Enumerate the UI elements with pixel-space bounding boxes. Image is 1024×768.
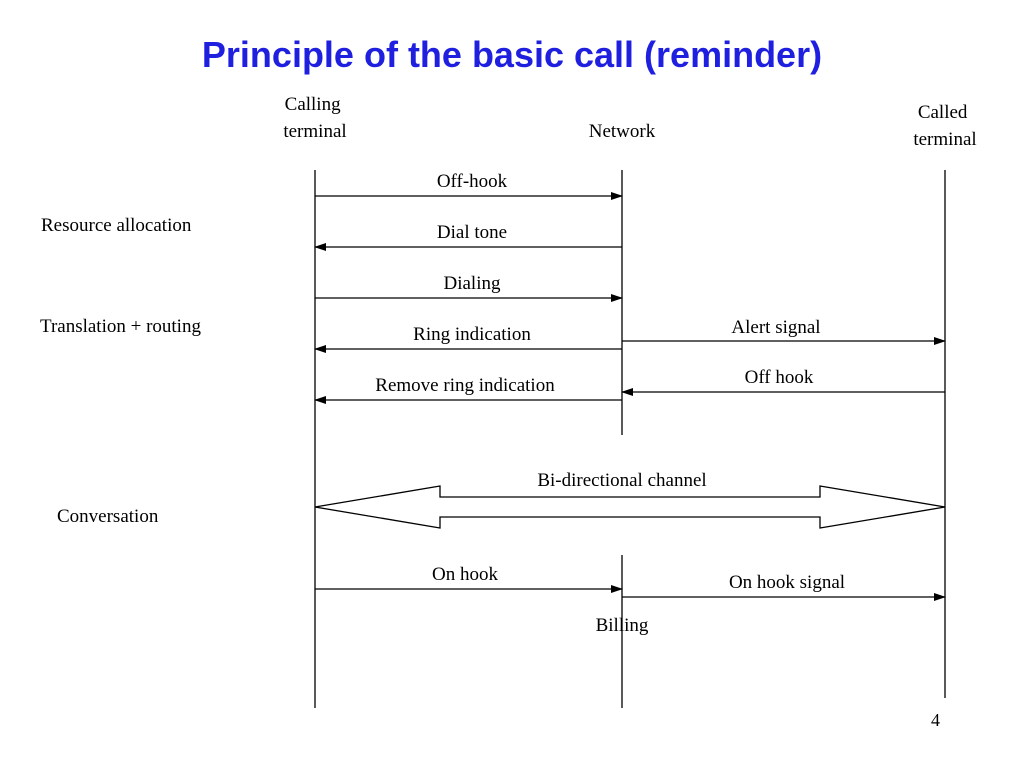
message-label: Dialing [444, 273, 501, 294]
channel-label: Bi-directional channel [537, 470, 706, 491]
bidirectional-channel-arrow [314, 485, 946, 529]
message-label: Off hook [745, 367, 814, 388]
called-terminal-label: Called terminal [913, 102, 976, 150]
message-label: Alert signal [731, 317, 820, 338]
phase-conversation: Conversation [57, 506, 159, 527]
slide-title: Principle of the basic call (reminder) [201, 34, 823, 75]
message-label: Dial tone [437, 222, 507, 243]
phase-billing: Billing [596, 615, 649, 636]
message-label: Ring indication [413, 324, 531, 345]
phase-translation-routing: Translation + routing [40, 316, 201, 337]
network-label: Network [589, 121, 656, 142]
phase-resource-allocation: Resource allocation [41, 215, 192, 236]
message-label: On hook signal [729, 572, 845, 593]
message-label: Remove ring indication [375, 375, 555, 396]
message-label: Off-hook [437, 171, 508, 192]
message-label: On hook [432, 564, 498, 585]
calling-terminal-label: Calling terminal [283, 94, 346, 142]
page-number: 4 [931, 710, 940, 730]
